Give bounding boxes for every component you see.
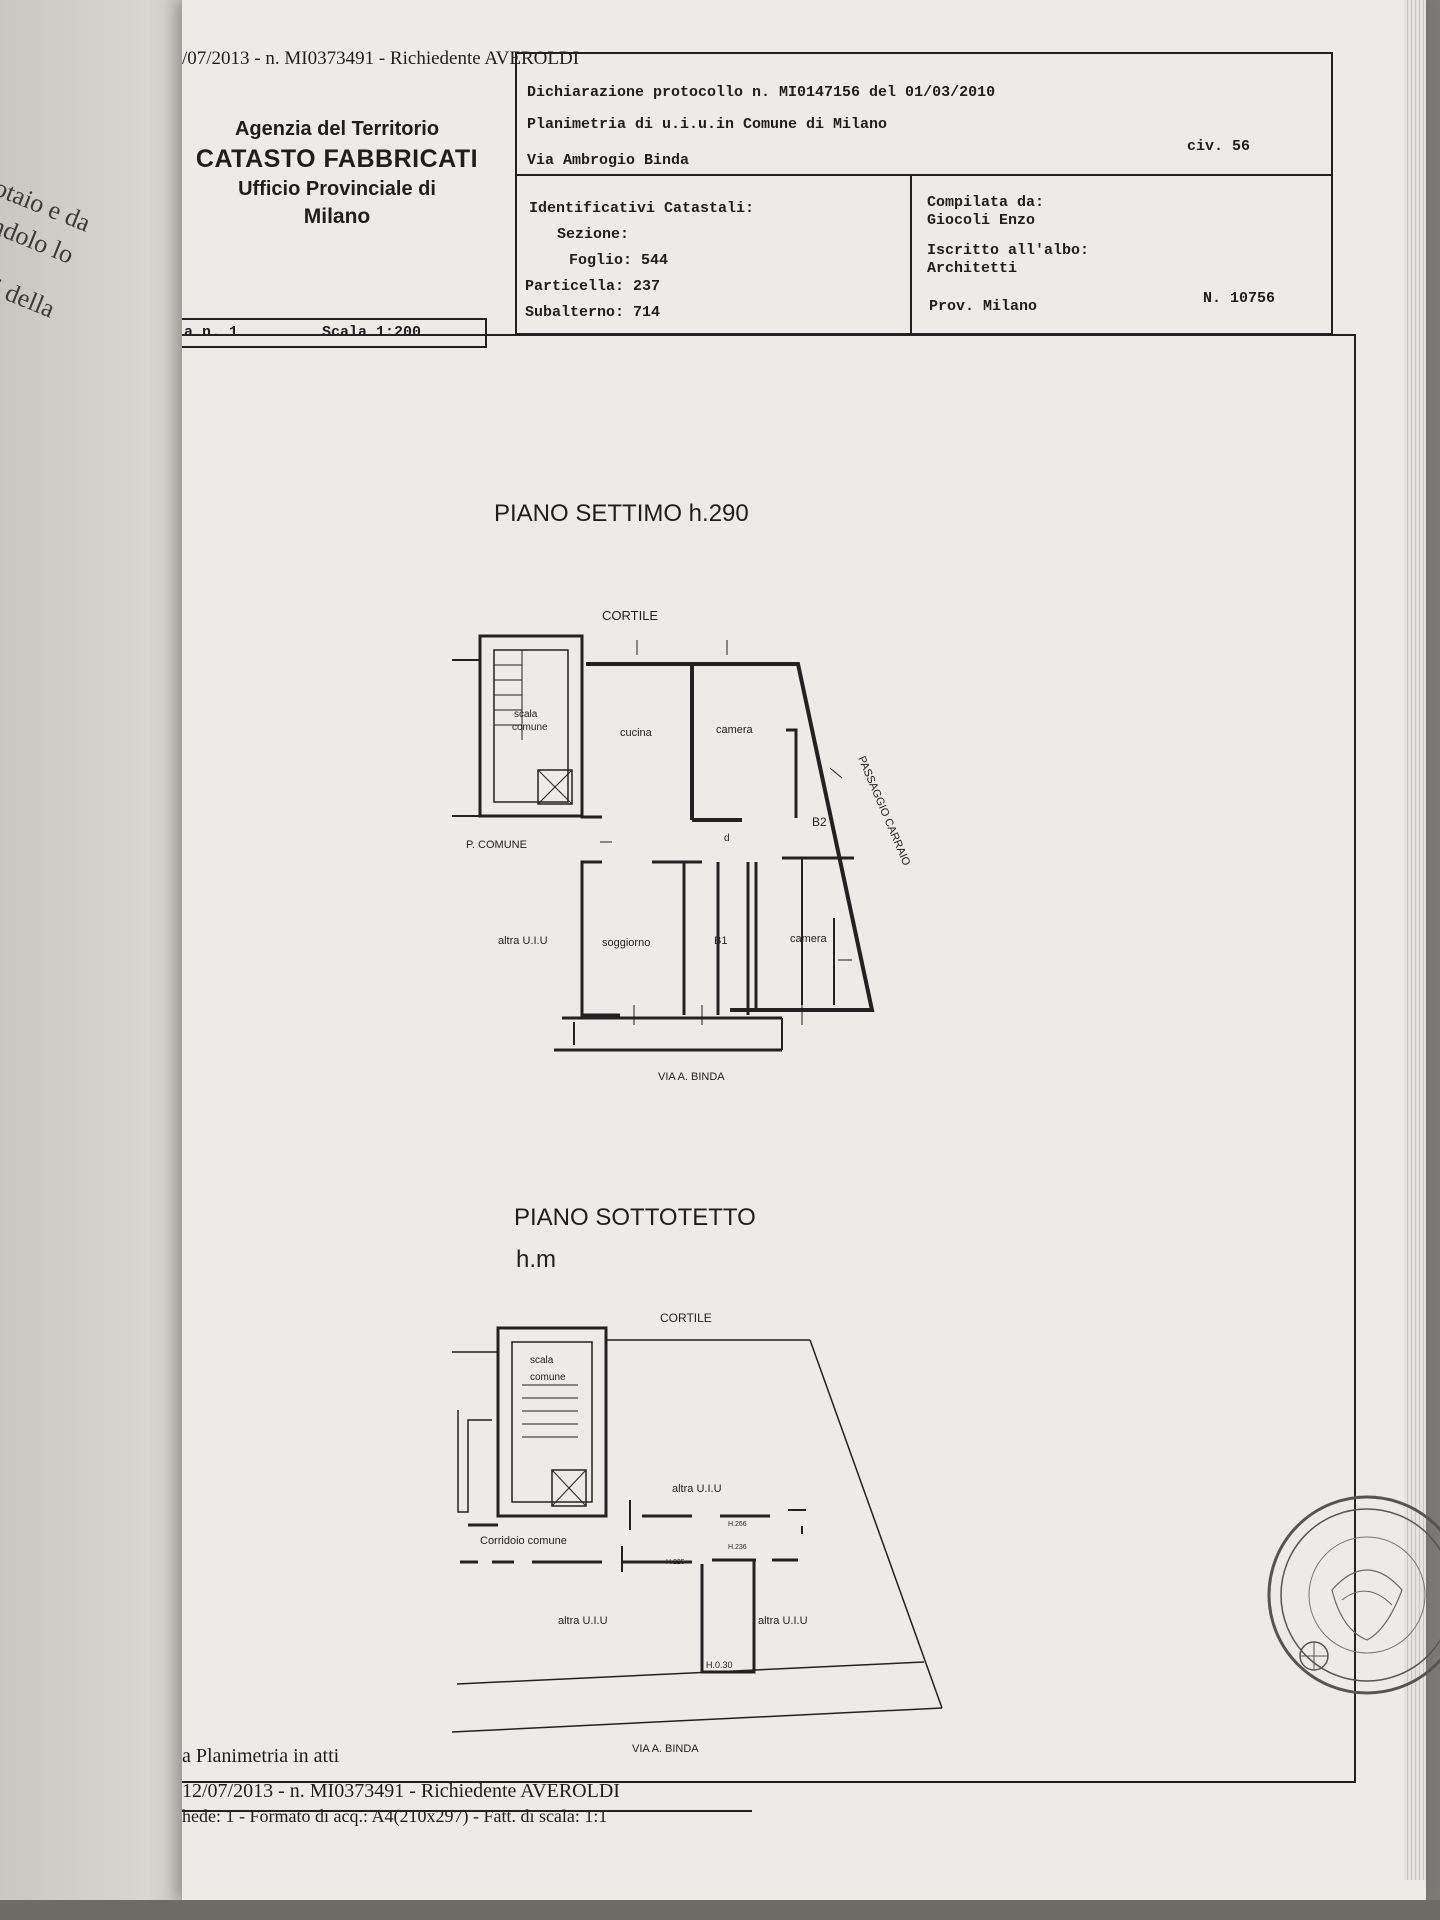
registration-number: N. 10756 <box>1203 290 1276 307</box>
sezione-field: Sezione: <box>557 226 630 243</box>
p-comune-label: P. COMUNE <box>466 839 527 851</box>
particella-field: Particella: 237 <box>525 278 661 295</box>
plan2-stair-label-2: comune <box>530 1372 566 1383</box>
address-text: Via Ambrogio Binda <box>527 152 690 169</box>
plan1-altra-uiu: altra U.I.U <box>498 935 548 947</box>
office-city: Milano <box>303 205 371 228</box>
plan1-stair-label-2: comune <box>512 722 548 733</box>
agency-block: Agenzia del Territorio CATASTO FABBRICAT… <box>182 118 492 229</box>
room-b1: B1 <box>714 935 727 947</box>
dichiarazione-text: Dichiarazione protocollo n. MI0147156 de… <box>527 84 996 101</box>
compilata-label: Compilata da: <box>927 194 1045 211</box>
planimetria-text: Planimetria di u.i.u.in Comune di Milano <box>527 116 888 133</box>
passaggio-carraio-label: PASSAGGIO CARRAIO <box>855 754 912 868</box>
room-camera-bottom: camera <box>790 933 828 945</box>
plan1-street-label: VIA A. BINDA <box>658 1071 725 1083</box>
header-request-line: /07/2013 - n. MI0373491 - Richiedente AV… <box>182 48 580 69</box>
subalterno-field: Subalterno: 714 <box>525 304 661 321</box>
floor-plans-drawing: CORTILE scala comune cucina camera PASSA… <box>451 608 943 1755</box>
office-label: Ufficio Provinciale di <box>238 178 436 200</box>
height-label-266: H.266 <box>728 1521 747 1528</box>
scheda-label: a n. 1 <box>184 324 239 341</box>
notary-stamp-seal <box>1267 1495 1440 1695</box>
plan2-altra-right: altra U.I.U <box>758 1615 808 1627</box>
plan2-height-label: h.m <box>516 1246 557 1273</box>
plan1-stair-label-1: scala <box>514 709 538 720</box>
height-label-225: H.225 <box>666 1559 685 1566</box>
plan2-altra-left: altra U.I.U <box>558 1615 608 1627</box>
province-field: Prov. Milano <box>929 298 1038 315</box>
identificativi-label: Identificativi Catastali: <box>529 200 755 217</box>
info-divider-vertical <box>910 174 912 333</box>
document-page: /07/2013 - n. MI0373491 - Richiedente AV… <box>182 0 1440 1900</box>
room-cucina: cucina <box>620 727 653 739</box>
compilata-name: Giocoli Enzo <box>927 212 1036 229</box>
plan2-title: PIANO SOTTOTETTO <box>514 1204 756 1231</box>
plan2-stair-label-1: scala <box>530 1355 554 1366</box>
agency-name: Agenzia del Territorio <box>234 118 440 140</box>
info-divider-horizontal <box>517 174 1331 176</box>
corridoio-comune-label: Corridoio comune <box>480 1535 567 1547</box>
height-label-030: H.0.30 <box>706 1660 733 1670</box>
footer-request-line: 12/07/2013 - n. MI0373491 - Richiedente … <box>182 1780 620 1802</box>
catasto-title: CATASTO FABBRICATI <box>195 145 479 173</box>
plan2-cortile-label: CORTILE <box>660 1311 712 1325</box>
civic-number: civ. 56 <box>1187 138 1251 155</box>
scheda-box: a n. 1 Scala 1:200 <box>182 318 487 348</box>
plan1-title: PIANO SETTIMO h.290 <box>494 500 749 527</box>
scale-label: Scala 1:200 <box>322 324 422 341</box>
foglio-field: Foglio: 544 <box>569 252 669 269</box>
plan2-altra-top: altra U.I.U <box>672 1483 722 1495</box>
room-b2: B2 <box>812 815 827 829</box>
drawing-frame <box>182 334 1356 1783</box>
plan1-cortile-label: CORTILE <box>602 608 658 623</box>
footer-rule <box>182 1810 752 1812</box>
room-soggiorno: soggiorno <box>602 937 650 949</box>
page-edge-stack <box>1404 0 1426 1880</box>
plan2-street-label: VIA A. BINDA <box>632 1743 699 1755</box>
room-d: d <box>724 833 730 844</box>
table-surface <box>0 1900 1440 1920</box>
iscritto-label: Iscritto all'albo: <box>927 242 1090 259</box>
room-camera-top: camera <box>716 724 754 736</box>
height-label-236: H.236 <box>728 1544 747 1551</box>
iscritto-value: Architetti <box>927 260 1018 277</box>
footer-planimetria-line: a Planimetria in atti <box>182 1745 340 1767</box>
